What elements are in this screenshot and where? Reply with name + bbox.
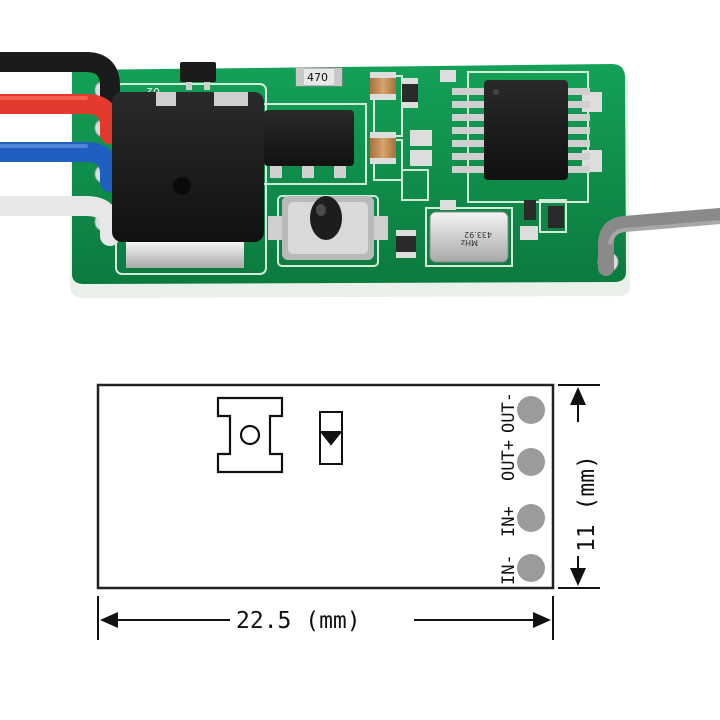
- pin-labels: IN- IN+ OUT+ OUT-: [499, 392, 519, 585]
- board-outline: [96, 383, 555, 590]
- pin-label-out-minus: OUT-: [499, 392, 519, 433]
- width-label: 22.5 (mm): [236, 608, 361, 634]
- tactile-button: [268, 196, 388, 260]
- button-footprint: [216, 396, 284, 474]
- wire-output: [598, 208, 720, 276]
- sot-transistor: [180, 62, 216, 90]
- pin-label-in-plus: IN+: [499, 506, 519, 537]
- input-wires: [0, 52, 120, 246]
- wire-black: [0, 52, 120, 106]
- module-photo: 02: [0, 52, 720, 298]
- width-dimension: [97, 596, 554, 640]
- wire-white: [0, 196, 120, 246]
- led-footprint: [319, 411, 343, 465]
- dimension-diagram: IN- IN+ OUT+ OUT- 22.5 (mm) 11 (mm): [96, 383, 600, 640]
- wire-red: [0, 94, 120, 144]
- height-label: 11 (mm): [574, 455, 600, 552]
- pin-label-out-plus: OUT+: [499, 440, 519, 481]
- mosfet: [112, 92, 264, 268]
- voltage-regulator: [264, 110, 354, 178]
- resistor: 470: [295, 67, 343, 87]
- pin-pads: [517, 396, 545, 582]
- crystal-marking: 433.92: [464, 230, 492, 239]
- wire-blue: [0, 142, 120, 192]
- height-dimension: [558, 384, 600, 589]
- crystal: 433.92 MHz: [429, 211, 509, 263]
- resistor-marking: 470: [307, 71, 328, 84]
- decoder-ic: [452, 80, 590, 180]
- crystal-marking-unit: MHz: [461, 238, 478, 247]
- capacitors: [370, 70, 602, 258]
- pin-label-in-minus: IN-: [499, 554, 519, 585]
